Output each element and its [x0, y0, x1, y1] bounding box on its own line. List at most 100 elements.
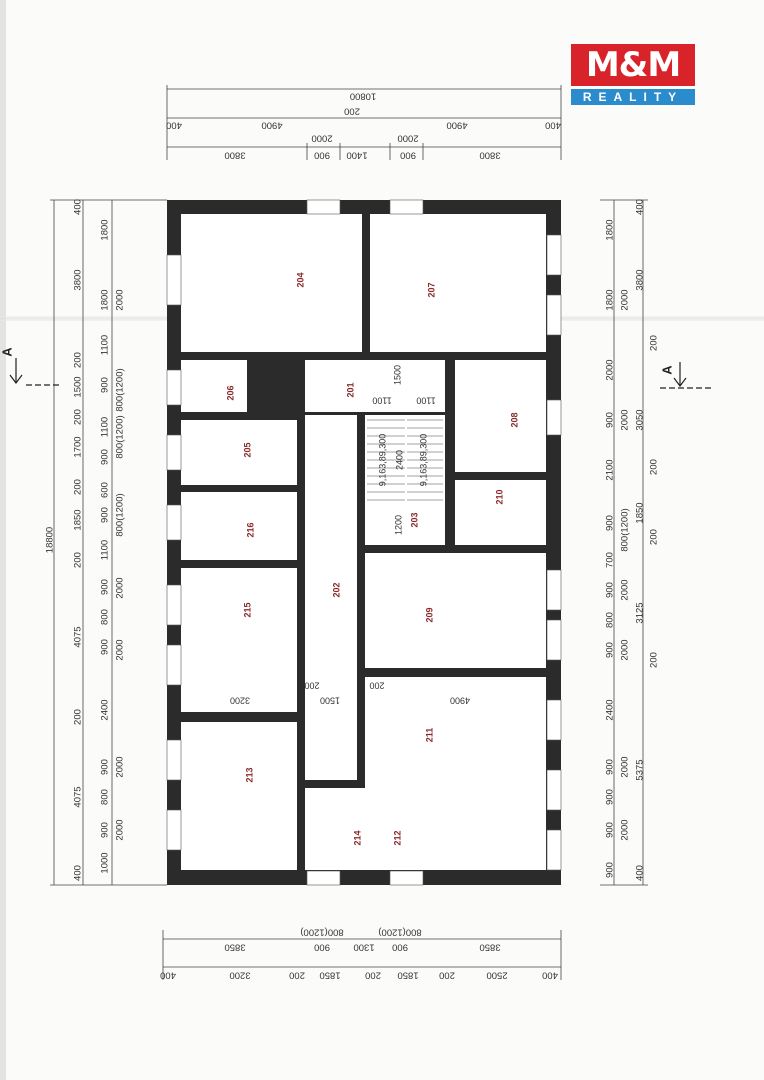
dimension-label: 900 — [100, 449, 111, 465]
dimension-label: 4075 — [73, 626, 84, 647]
section-mark-label: A — [659, 365, 674, 375]
dimension-label: 4075 — [73, 786, 84, 807]
window — [166, 584, 182, 626]
dimension-label: 3200 — [229, 969, 250, 980]
dimension-label: 200 — [73, 409, 84, 425]
plan-annotation: 1100 — [372, 396, 391, 406]
room-label: 211 — [424, 728, 434, 743]
dimension-label: 2400 — [605, 699, 616, 720]
plan-annotation: 1100 — [416, 396, 435, 406]
dimension-label: 400 — [73, 865, 84, 881]
plan-annotation: 200 — [304, 681, 319, 691]
room-label: 201 — [345, 382, 355, 397]
dimension-label: 1400 — [346, 149, 367, 160]
dimension-label: 2000 — [397, 132, 418, 143]
dimension-label: 900 — [100, 759, 111, 775]
dimension-label: 800(1200) — [300, 926, 343, 937]
room-212 — [378, 788, 445, 870]
dimension-label: 1800 — [100, 289, 111, 310]
dimension-label: 2000 — [620, 819, 631, 840]
room-label: 207 — [426, 282, 436, 297]
dimension-label: 3800 — [479, 149, 500, 160]
room-label: 205 — [242, 442, 252, 457]
dimension-label: 1100 — [100, 335, 111, 355]
dimension-lines — [50, 85, 648, 980]
dimension-label: 200 — [73, 552, 84, 568]
dimension-label: 400 — [635, 865, 646, 881]
mm-reality-logo: M&M REALITY — [571, 44, 695, 105]
dimension-label: 800 — [100, 789, 111, 805]
dimension-label: 400 — [160, 969, 176, 980]
dimension-label: 2500 — [486, 969, 507, 980]
window — [546, 399, 562, 436]
dimension-label: 900 — [392, 941, 408, 952]
room-label: 212 — [392, 830, 402, 845]
window — [546, 294, 562, 336]
plan-annotation: 2400 — [394, 450, 404, 470]
dimension-label: 900 — [100, 507, 111, 523]
plan-annotation: 1200 — [393, 515, 403, 535]
windows — [166, 199, 562, 886]
dimension-label: 2000 — [620, 756, 631, 777]
plan-annotation: 1500 — [392, 365, 402, 385]
dimension-label: 2000 — [620, 289, 631, 310]
dimension-label: 200 — [649, 335, 660, 351]
dimension-label: 200 — [73, 352, 84, 368]
dimension-label: 1850 — [397, 969, 418, 980]
dimension-label: 2000 — [620, 579, 631, 600]
dimension-label: 800(1200) — [115, 368, 126, 411]
dimension-label: 4900 — [446, 119, 467, 130]
window — [166, 504, 182, 541]
dimension-label: 900 — [605, 759, 616, 775]
dimension-label: 3800 — [73, 269, 84, 290]
room-216 — [181, 492, 297, 560]
dimension-label: 400 — [542, 969, 558, 980]
window — [546, 569, 562, 611]
window — [546, 619, 562, 661]
room-215 — [181, 568, 297, 712]
dimension-label: 1700 — [73, 436, 84, 457]
window — [166, 434, 182, 471]
window — [389, 870, 424, 886]
dimension-label: 2000 — [620, 409, 631, 430]
dimension-label: 2000 — [115, 756, 126, 777]
dimension-label: 2000 — [620, 639, 631, 660]
dimension-label: 900 — [605, 862, 616, 878]
rooms-fill — [181, 214, 546, 870]
dimension-label: 900 — [605, 515, 616, 531]
room-213 — [181, 722, 297, 870]
section-markers — [9, 358, 712, 389]
dimension-label: 600 — [100, 482, 111, 498]
plan-annotation: 9,163,89,300 — [377, 434, 387, 487]
dimension-label: 200 — [649, 459, 660, 475]
dimension-label: 900 — [100, 579, 111, 595]
dimension-label: 3800 — [224, 149, 245, 160]
dimension-label: 2000 — [115, 289, 126, 310]
dimension-label: 800(1200) — [378, 926, 421, 937]
dimension-label: 200 — [439, 969, 455, 980]
room-label: 215 — [242, 602, 252, 617]
dimension-label: 3800 — [635, 269, 646, 290]
dimension-label: 900 — [314, 149, 330, 160]
room-label: 206 — [225, 385, 235, 400]
dimension-label: 2400 — [100, 699, 111, 720]
dimension-label: 800 — [605, 612, 616, 628]
dimension-label: 3050 — [635, 409, 646, 430]
dimension-label: 400 — [545, 119, 561, 130]
dimension-label: 200 — [649, 529, 660, 545]
window — [546, 699, 562, 741]
scan-edge — [0, 0, 6, 1080]
dimension-label: 1300 — [353, 941, 374, 952]
dimension-label: 1850 — [635, 502, 646, 523]
dimension-label: 900 — [605, 642, 616, 658]
dimension-label: 1800 — [605, 219, 616, 240]
dimension-label: 200 — [365, 969, 381, 980]
window — [389, 199, 424, 215]
room-209 — [365, 553, 546, 668]
window — [306, 870, 341, 886]
room-201 — [305, 360, 445, 412]
dimension-label: 200 — [73, 479, 84, 495]
dimension-label: 200 — [649, 652, 660, 668]
room-label: 216 — [245, 522, 255, 537]
